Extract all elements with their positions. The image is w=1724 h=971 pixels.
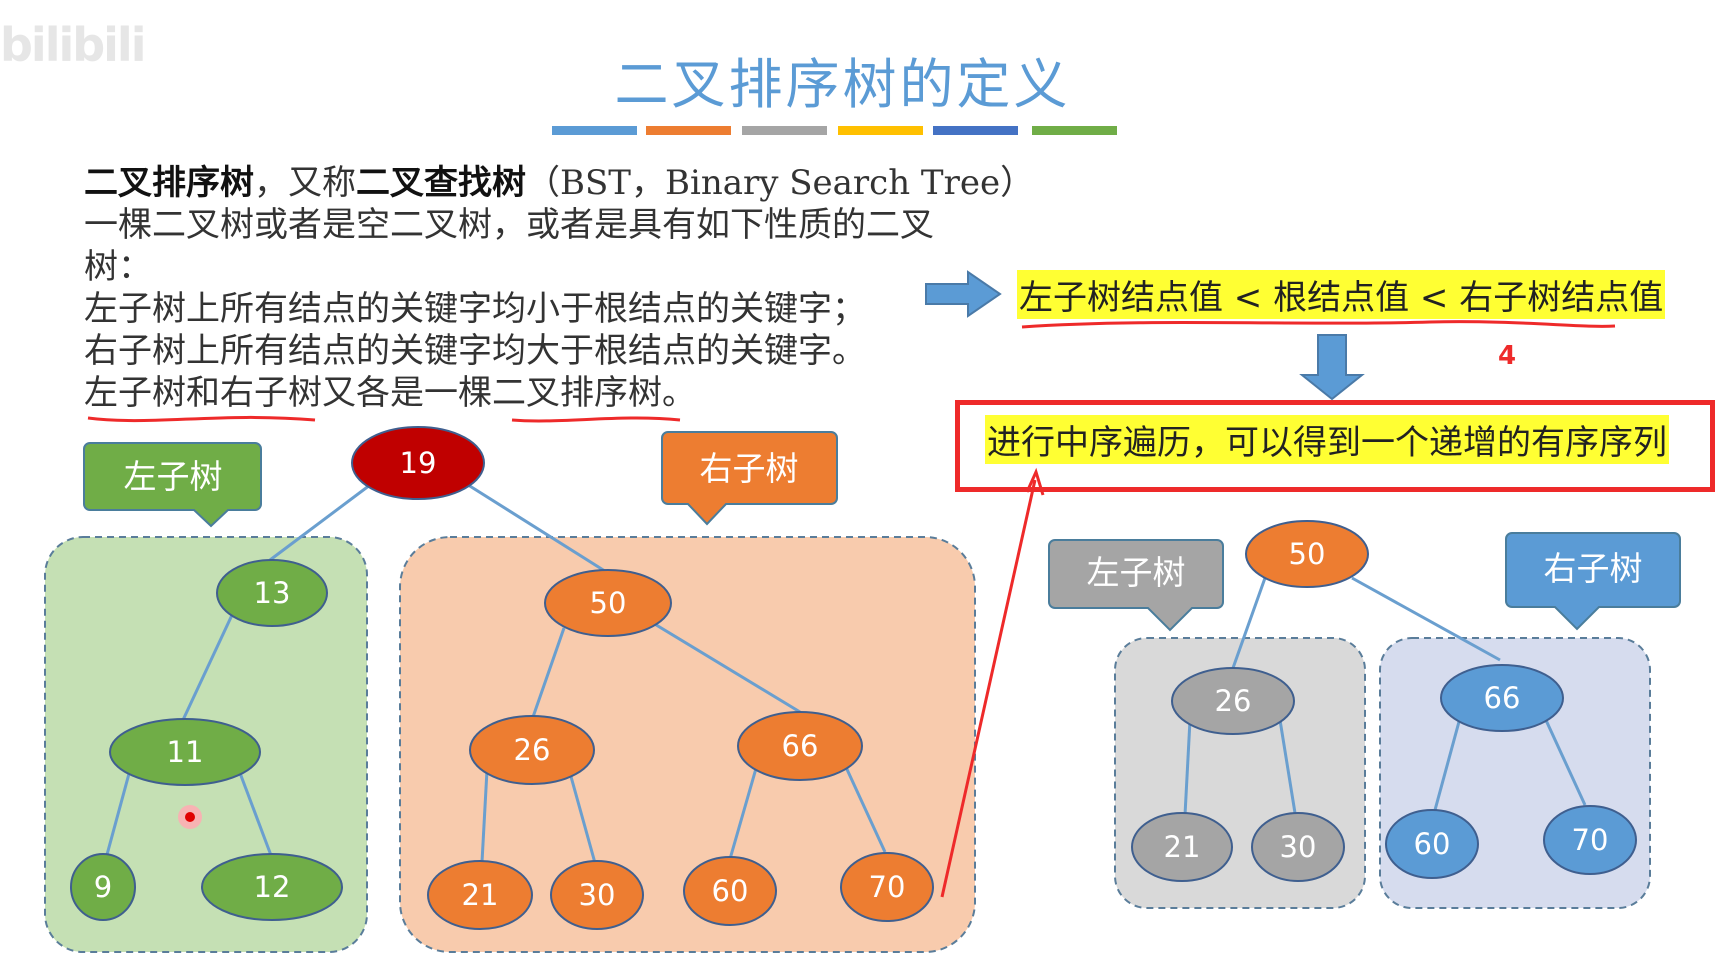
node-label: 30	[579, 878, 616, 912]
definition-text: 二叉排序树，又称二叉查找树（BST，Binary Search Tree） 一棵…	[84, 162, 1034, 414]
bilibili-watermark: bilibili	[0, 18, 146, 72]
tree1-node-13: 13	[216, 559, 328, 627]
tree1-node-50: 50	[544, 569, 672, 637]
definition-line-5: 右子树上所有结点的关键字均大于根结点的关键字。	[84, 331, 866, 371]
tree2-node-60: 60	[1385, 809, 1479, 879]
tree2-edges	[1183, 576, 1587, 816]
tree2-root-label: 50	[1289, 537, 1326, 571]
tree1-node-21: 21	[427, 860, 533, 930]
tree1-edges	[103, 481, 887, 864]
laser-pointer-dot-core	[185, 812, 195, 822]
color-bar-green	[1032, 126, 1117, 135]
term-bst: 二叉排序树	[84, 163, 254, 203]
tree1-node-30: 30	[550, 860, 644, 930]
tree2-node-30: 30	[1251, 812, 1345, 882]
tree1-right-callout-label: 右子树	[700, 449, 799, 488]
tree1-node-11: 11	[109, 718, 261, 786]
tree1-node-60: 60	[683, 856, 777, 926]
node-label: 30	[1280, 830, 1317, 864]
page-title: 二叉排序树的定义	[614, 53, 1071, 116]
definition-line-4: 左子树上所有结点的关键字均小于根结点的关键字；	[84, 289, 866, 329]
node-label: 12	[254, 870, 291, 904]
node-label: 13	[254, 576, 291, 610]
tree1-node-66: 66	[737, 711, 863, 781]
node-label: 26	[1215, 684, 1252, 718]
node-label: 70	[869, 870, 906, 904]
tree2-node-21: 21	[1131, 812, 1233, 882]
color-bar-blue	[552, 126, 637, 135]
color-bar-darkblue	[933, 126, 1018, 135]
node-label: 26	[514, 733, 551, 767]
definition-line-6: 左子树和右子树又各是一棵二叉排序树。	[84, 372, 984, 414]
right-arrow-icon	[925, 270, 1002, 318]
property-highlight: 左子树结点值 < 根结点值 < 右子树结点值	[1017, 270, 1666, 319]
definition-text-4: 。	[662, 373, 696, 413]
tree1-node-12: 12	[201, 853, 343, 921]
tree2-node-26: 26	[1171, 667, 1295, 735]
tree2-right-callout: 右子树	[1505, 532, 1681, 631]
pointer-arrowhead-annotation	[1025, 467, 1045, 496]
term-bst-recursive: 二叉排序树	[492, 373, 662, 413]
tree1-left-callout-label: 左子树	[124, 457, 223, 496]
tree1-left-callout: 左子树	[83, 442, 262, 528]
tree2-node-66: 66	[1440, 664, 1564, 732]
tree1-node-9: 9	[70, 853, 136, 921]
tree1-node-70: 70	[840, 852, 934, 922]
down-arrow-icon	[1299, 334, 1365, 401]
definition-line-3: 树：	[84, 247, 152, 287]
node-label: 66	[782, 729, 819, 763]
underline-bst-annotation	[511, 416, 681, 423]
definition-line-1: 二叉排序树，又称二叉查找树（BST，Binary Search Tree）	[84, 162, 1034, 204]
pointer-line-annotation	[940, 479, 1037, 898]
inorder-highlight: 进行中序遍历，可以得到一个递增的有序序列	[985, 415, 1669, 464]
tree1-root-label: 19	[400, 446, 437, 480]
node-label: 50	[590, 586, 627, 620]
node-label: 60	[1414, 827, 1451, 861]
underline-subtrees-annotation	[87, 415, 316, 423]
color-bar-yellow	[838, 126, 923, 135]
definition-text-1: ，又称	[254, 163, 356, 203]
definition-text-3: 又各是一棵	[322, 373, 492, 413]
underline-property-annotation	[1021, 320, 1616, 329]
tree2-left-callout-label: 左子树	[1087, 553, 1186, 592]
definition-text-2: （BST，Binary Search Tree）	[526, 163, 1035, 203]
node-label: 21	[462, 878, 499, 912]
term-subtrees: 左子树和右子树	[84, 373, 322, 413]
handwritten-mark: 4	[1498, 341, 1516, 371]
definition-line-2: 一棵二叉树或者是空二叉树，或者是具有如下性质的二叉	[84, 205, 934, 245]
tree2-node-70: 70	[1543, 805, 1637, 875]
node-label: 9	[94, 870, 112, 904]
tree1-right-callout: 右子树	[661, 431, 838, 526]
node-label: 70	[1572, 823, 1609, 857]
tree1-node-26: 26	[469, 715, 595, 785]
node-label: 66	[1484, 681, 1521, 715]
inorder-annotation-box	[955, 400, 1715, 492]
tree1-root-node: 19	[351, 426, 485, 500]
node-label: 21	[1164, 830, 1201, 864]
term-search-tree: 二叉查找树	[356, 163, 526, 203]
tree2-right-callout-label: 右子树	[1544, 549, 1643, 588]
node-label: 11	[167, 735, 204, 769]
node-label: 60	[712, 874, 749, 908]
color-bar-gray	[742, 126, 827, 135]
color-bar-orange	[646, 126, 731, 135]
tree2-left-callout: 左子树	[1048, 539, 1224, 632]
tree2-root-node: 50	[1245, 520, 1369, 588]
